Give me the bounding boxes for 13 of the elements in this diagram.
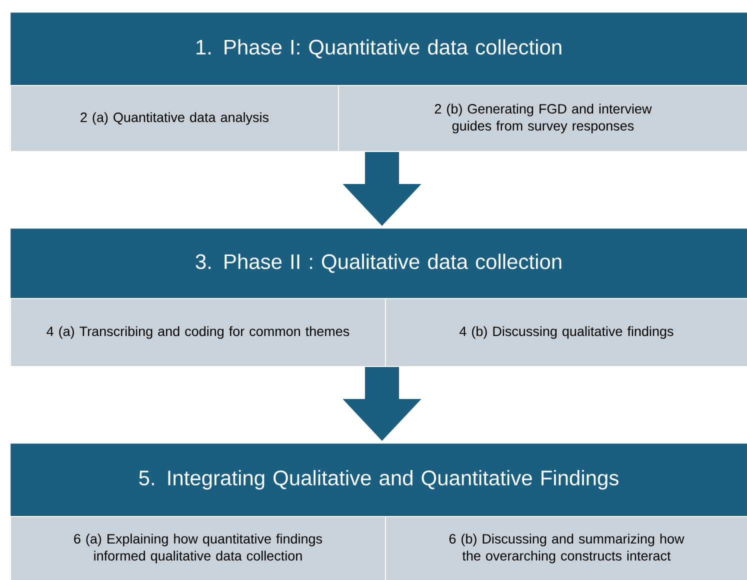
step-box: 4 (b) Discussing qualitative findings	[385, 298, 747, 367]
step-box: 6 (a) Explaining how quantitative findings informed qualitative data collection	[10, 516, 386, 580]
node-label: 4 (b) Discussing qualitative findings	[460, 326, 674, 339]
phase-banner: 1. Phase I: Quantitative data collection	[10, 12, 747, 86]
node-label: 6 (b) Discussing and summarizing how the overarching constructs interact	[449, 534, 684, 564]
step-box: 4 (a) Transcribing and coding for common themes	[10, 298, 386, 367]
node-label: 6 (a) Explaining how quantitative findings informed qualitative data collection	[74, 534, 322, 564]
step-box: 6 (b) Discussing and summarizing how the overarching constructs interact	[385, 516, 747, 580]
node-label: 2 (b) Generating FGD and interview guides from survey responses	[434, 104, 652, 134]
phase-banner: 3. Phase II : Qualitative data collection	[10, 228, 747, 299]
phase-banner: 5. Integrating Qualitative and Quantitative Findings	[10, 443, 747, 517]
step-box: 2 (a) Quantitative data analysis	[10, 85, 339, 152]
step-box: 2 (b) Generating FGD and interview guides from survey responses	[338, 85, 747, 152]
